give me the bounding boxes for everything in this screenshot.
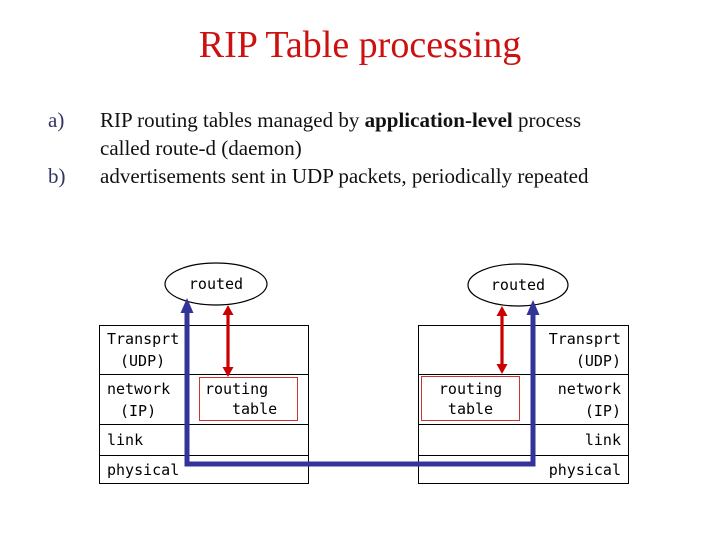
- bullet-a-line2: called route-d (daemon): [100, 136, 302, 160]
- layer-label: (IP): [584, 401, 621, 420]
- routing-table-box-left: routing table: [199, 377, 298, 421]
- arrowhead-up: [496, 306, 508, 316]
- routed-process-label-right: routed: [490, 276, 546, 294]
- layer-label: link: [107, 431, 144, 449]
- layer-link: link: [100, 425, 308, 456]
- bullet-a-line1-pre: RIP routing tables managed by: [100, 108, 365, 132]
- routed-process-label-left: routed: [188, 275, 244, 293]
- routing-table-label: routing: [205, 380, 269, 398]
- layer-transport-udp: Transprt (UDP): [100, 326, 308, 375]
- slide-title: RIP Table processing: [198, 24, 522, 66]
- layer-physical: physical: [100, 456, 308, 483]
- bullet-item-b: b) advertisements sent in UDP packets, p…: [48, 162, 673, 190]
- routing-table-label: routing: [438, 379, 503, 398]
- layer-label: network: [107, 379, 171, 398]
- routing-table-box-right: routing table: [421, 376, 520, 421]
- bullet-item-a: a) RIP routing tables managed by applica…: [48, 106, 673, 162]
- layer-label: network: [557, 379, 621, 398]
- layer-label: physical: [107, 460, 180, 479]
- routing-table-label: table: [447, 399, 494, 418]
- layer-label: (IP): [120, 401, 157, 420]
- layer-label: Transprt: [107, 330, 180, 348]
- layer-transport-udp: Transprt (UDP): [419, 326, 628, 375]
- bullet-text: advertisements sent in UDP packets, peri…: [100, 164, 589, 188]
- layer-label: Transprt: [548, 330, 621, 348]
- layer-label: link: [584, 431, 621, 449]
- bullet-list: a) RIP routing tables managed by applica…: [48, 106, 673, 190]
- bullet-marker: b): [48, 164, 66, 188]
- layer-label: (UDP): [575, 352, 621, 370]
- layer-label: (UDP): [120, 352, 166, 370]
- bullet-a-line1-bold: application-level: [364, 108, 513, 132]
- routing-table-label: table: [232, 400, 278, 418]
- bullet-marker: a): [48, 108, 65, 132]
- arrowhead-up: [222, 305, 234, 315]
- layer-physical: physical: [419, 456, 628, 483]
- bullet-text: RIP routing tables managed by applicatio…: [100, 106, 673, 162]
- layer-link: link: [419, 425, 628, 456]
- bullet-a-line1-post: process: [512, 108, 581, 132]
- layer-label: physical: [548, 460, 621, 479]
